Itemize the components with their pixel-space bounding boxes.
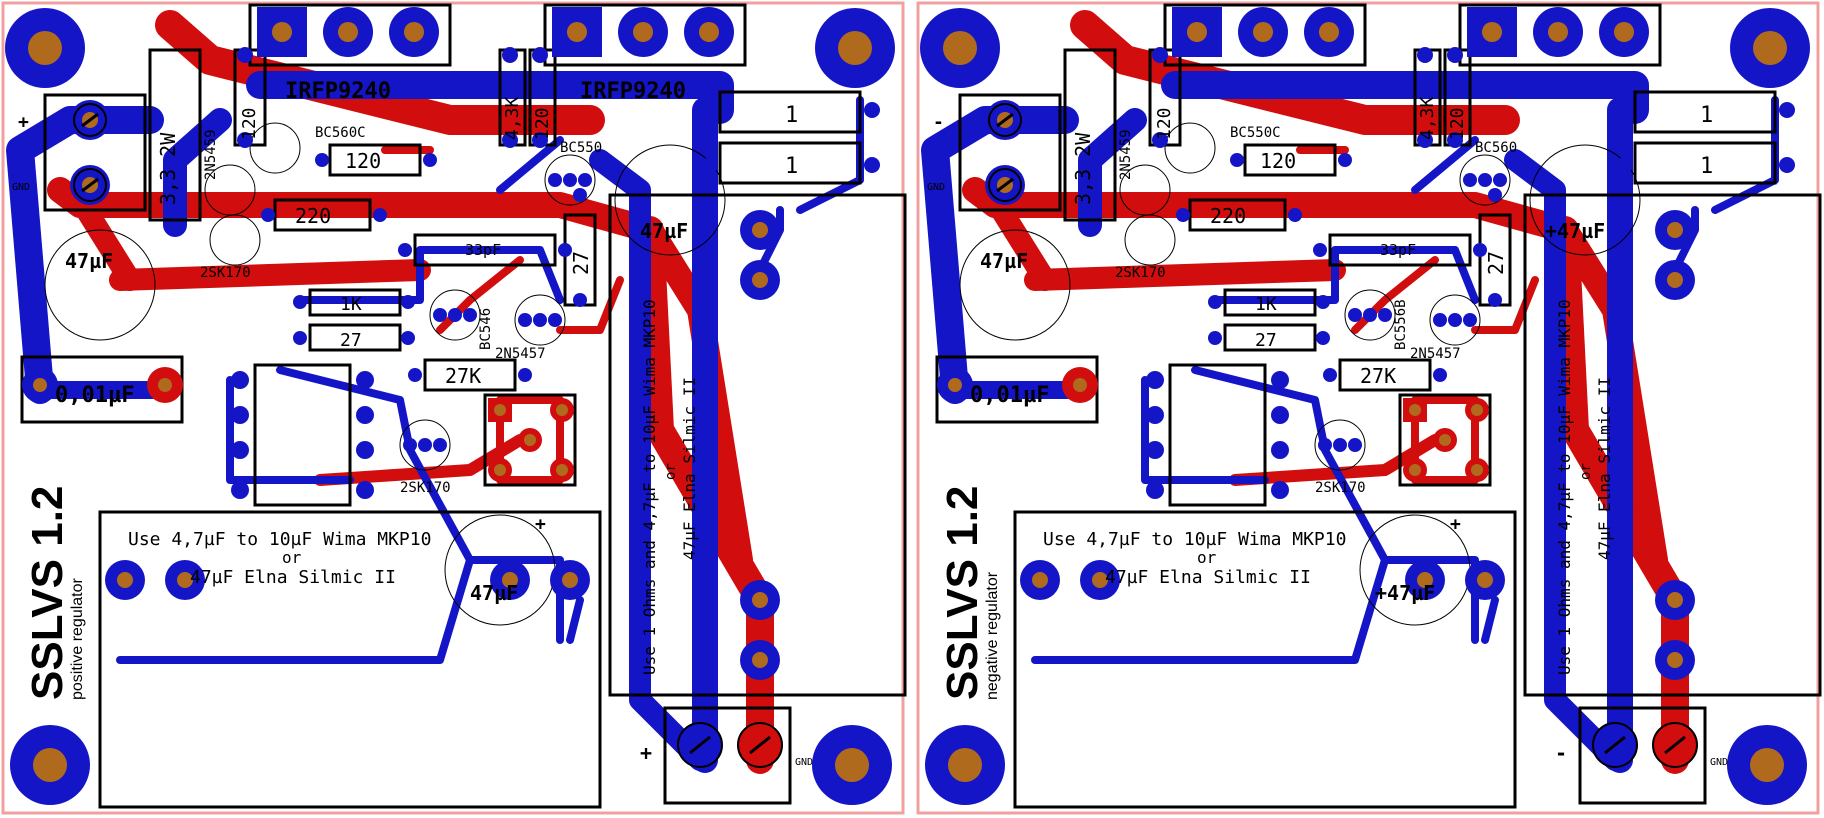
res-4k3-label: 4,3K bbox=[1417, 96, 1438, 140]
res-27k-label: 27K bbox=[445, 364, 481, 388]
terminal-sign-top: - bbox=[933, 112, 944, 133]
res-3r3-label: 3,3 2W bbox=[156, 132, 180, 205]
cap-note-line-3: 47µF Elna Silmic II bbox=[1105, 567, 1311, 588]
terminal-gnd-top: GND bbox=[927, 182, 945, 193]
board-notes: SSLVS 1.2 negative regulator Use 4,7µF t… bbox=[938, 299, 1614, 700]
q-2sk170a-label: 2SK170 bbox=[200, 265, 251, 281]
res-27a-label: 27 bbox=[569, 251, 593, 275]
res-3r3-label: 3,3 2W bbox=[1071, 132, 1095, 205]
res-120b-label: 120 bbox=[1447, 107, 1468, 140]
res-120a-label: 120 bbox=[239, 107, 260, 140]
q-2sk170b-label: 2SK170 bbox=[1315, 480, 1366, 496]
board-subtitle: positive regulator bbox=[69, 577, 86, 700]
res-note-line-1: Use 1 Ohms and 4,7µF to 10µF Wima MKP10 bbox=[640, 299, 659, 675]
res-27a-label: 27 bbox=[1484, 251, 1508, 275]
res-1a-label: 1 bbox=[785, 103, 798, 128]
res-note-line-2: or bbox=[663, 463, 679, 480]
cap-polarity-plus: + bbox=[1450, 514, 1461, 535]
res-note-line-2: or bbox=[1578, 463, 1594, 480]
cap-47c-label: +47µF bbox=[1375, 581, 1435, 605]
res-220-label: 220 bbox=[295, 204, 331, 228]
cap-47b-label: +47µF bbox=[1545, 219, 1605, 243]
cap-47a-label: 47µF bbox=[65, 249, 113, 273]
cap-33p-label: 33pF bbox=[465, 241, 501, 259]
q-bc550-label: BC560 bbox=[1475, 140, 1517, 156]
cap-33p-label: 33pF bbox=[1380, 241, 1416, 259]
q-bc546-label: BC546 bbox=[478, 308, 494, 350]
q-bc546-label: BC556B bbox=[1393, 299, 1409, 350]
q-2n5459-label: 2N5459 bbox=[203, 129, 219, 180]
cap-note-line-2: or bbox=[1197, 548, 1217, 567]
res-4k3-label: 4,3K bbox=[502, 96, 523, 140]
res-27k-label: 27K bbox=[1360, 364, 1396, 388]
res-1k-label: 1K bbox=[340, 294, 362, 315]
cap-001-label: 0,01µF bbox=[970, 383, 1049, 408]
terminal-gnd-bottom: GND bbox=[1710, 757, 1728, 768]
board-subtitle: negative regulator bbox=[984, 571, 1001, 700]
res-120c-label: 120 bbox=[1260, 149, 1296, 173]
cap-47a-label: 47µF bbox=[980, 249, 1028, 273]
q-bc560-label: BC560C bbox=[315, 125, 366, 141]
res-note-line-3: 47µF Elna Silmic II bbox=[680, 377, 699, 560]
q-bc550-label: BC550 bbox=[560, 140, 602, 156]
q-2sk170b-label: 2SK170 bbox=[400, 480, 451, 496]
cap-note-line-3: 47µF Elna Silmic II bbox=[190, 567, 396, 588]
cap-note-line-1: Use 4,7µF to 10µF Wima MKP10 bbox=[128, 529, 431, 550]
terminal-sign-top: + bbox=[18, 112, 29, 133]
q-2n5457-label: 2N5457 bbox=[1410, 346, 1461, 362]
res-120b-label: 120 bbox=[532, 107, 553, 140]
res-1a-label: 1 bbox=[1700, 103, 1713, 128]
cap-note-line-2: or bbox=[282, 548, 302, 567]
res-note-line-3: 47µF Elna Silmic II bbox=[1595, 377, 1614, 560]
positive-regulator-board: IRFP9240 IRFP9240 3,3 2W 120 4,3K 120 12… bbox=[3, 3, 905, 813]
terminal-gnd-top: GND bbox=[12, 182, 30, 193]
component-labels: IRFP9240 IRFP9240 3,3 2W 120 4,3K 120 12… bbox=[12, 79, 813, 768]
board-title: SSLVS 1.2 bbox=[23, 486, 72, 700]
q-2n5457-label: 2N5457 bbox=[495, 346, 546, 362]
mosfet-right-label: IRFP9240 bbox=[580, 79, 686, 104]
res-note-line-1: Use 1 Ohms and 4,7µF to 10µF Wima MKP10 bbox=[1555, 299, 1574, 675]
mosfet-left-label: IRFP9240 bbox=[285, 79, 391, 104]
terminal-sign-bottom: + bbox=[640, 741, 652, 765]
cap-polarity-plus: + bbox=[535, 514, 546, 535]
board-title: SSLVS 1.2 bbox=[938, 486, 987, 700]
cap-note-line-1: Use 4,7µF to 10µF Wima MKP10 bbox=[1043, 529, 1346, 550]
q-2n5459-label: 2N5459 bbox=[1118, 129, 1134, 180]
res-120c-label: 120 bbox=[345, 149, 381, 173]
terminal-gnd-bottom: GND bbox=[795, 757, 813, 768]
q-bc560-label: BC550C bbox=[1230, 125, 1281, 141]
cap-47b-label: 47µF bbox=[640, 219, 688, 243]
q-2sk170a-label: 2SK170 bbox=[1115, 265, 1166, 281]
res-1b-label: 1 bbox=[1700, 154, 1713, 179]
res-1b-label: 1 bbox=[785, 154, 798, 179]
res-27b-label: 27 bbox=[1255, 330, 1277, 351]
terminal-sign-bottom: - bbox=[1555, 741, 1567, 765]
res-120a-label: 120 bbox=[1154, 107, 1175, 140]
negative-regulator-board: 3,3 2W 120 4,3K 120 120 220 27 1K 27 27K… bbox=[918, 3, 1820, 813]
cap-47c-label: 47µF bbox=[470, 581, 518, 605]
board-notes: SSLVS 1.2 positive regulator Use 4,7µF t… bbox=[23, 299, 699, 700]
res-220-label: 220 bbox=[1210, 204, 1246, 228]
cap-001-label: 0,01µF bbox=[55, 383, 134, 408]
res-27b-label: 27 bbox=[340, 330, 362, 351]
component-labels: 3,3 2W 120 4,3K 120 120 220 27 1K 27 27K… bbox=[927, 96, 1728, 768]
res-1k-label: 1K bbox=[1255, 294, 1277, 315]
